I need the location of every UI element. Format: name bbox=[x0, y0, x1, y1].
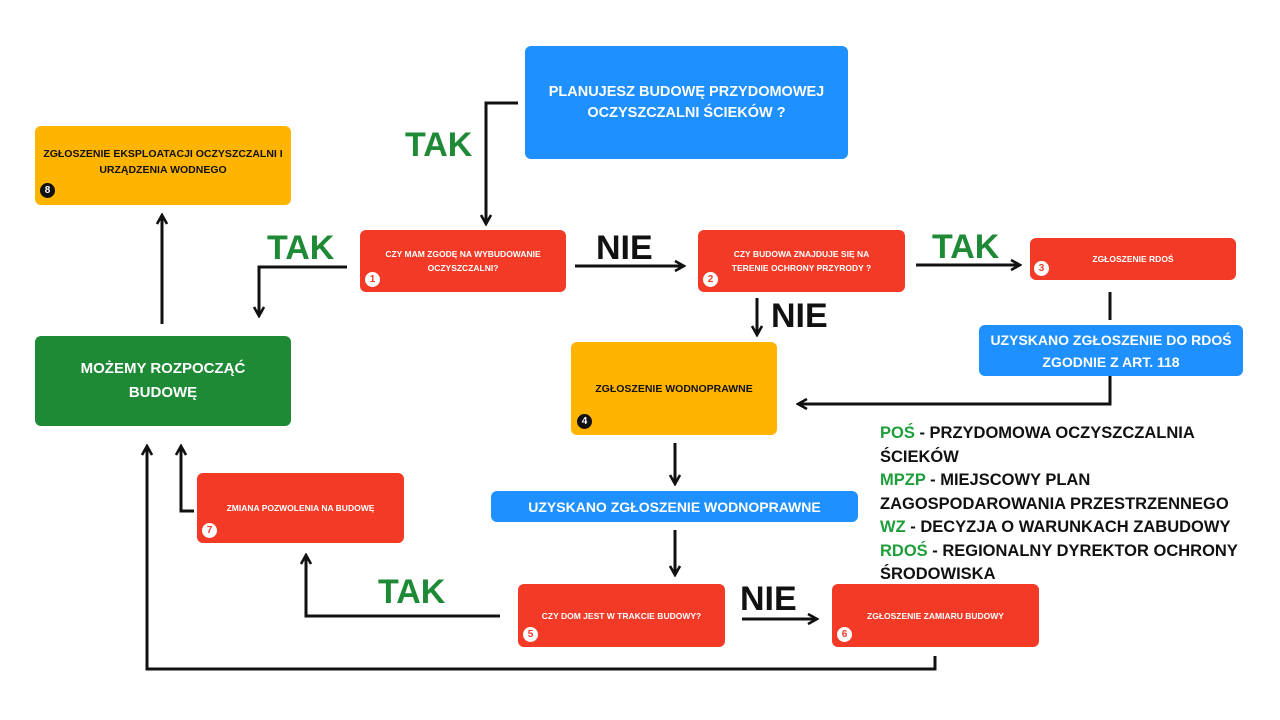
arrow-q5-to-n7 bbox=[306, 556, 500, 618]
legend-item: WZ - Decyzja o warunkach zabudowy bbox=[880, 516, 1260, 540]
arrow-rdos-to-n4 bbox=[799, 376, 1112, 404]
node-water-ok-text: Uzyskano zgłoszenie wodnoprawne bbox=[528, 498, 821, 515]
node-8-number: 8 bbox=[40, 183, 55, 198]
node-7: Zmiana pozwolenia na budowę 7 bbox=[197, 473, 404, 543]
node-rdos-ok: Uzyskano zgłoszenie do RDOŚ zgodnie z ar… bbox=[979, 325, 1243, 376]
label-tak-q1: TAK bbox=[267, 229, 335, 267]
node-3: Zgłoszenie RDOŚ 3 bbox=[1030, 238, 1236, 280]
legend-item: RDOŚ - Regionalny Dyrektor Ochrony Środo… bbox=[880, 540, 1260, 587]
legend-abbr: POŚ bbox=[880, 424, 915, 442]
node-8: Zgłoszenie eksploatacji oczyszczalni i u… bbox=[35, 126, 291, 205]
node-4-number: 4 bbox=[577, 414, 592, 429]
label-nie-q1: NIE bbox=[596, 229, 653, 267]
arrow-q1-to-start-build bbox=[259, 265, 347, 315]
node-start: Planujesz budowę przydomowej oczyszczaln… bbox=[525, 46, 848, 159]
node-7-text: Zmiana pozwolenia na budowę bbox=[226, 503, 375, 513]
node-5-text: Czy dom jest w trakcie budowy? bbox=[541, 610, 702, 621]
arrow-start-to-q1 bbox=[486, 101, 518, 223]
label-nie-q5: NIE bbox=[740, 580, 797, 618]
node-5: Czy dom jest w trakcie budowy? 5 bbox=[518, 584, 725, 647]
node-3-text: Zgłoszenie RDOŚ bbox=[1092, 254, 1174, 264]
legend-abbr: RDOŚ bbox=[880, 541, 928, 560]
legend-text: - Miejscowy plan zagospodarowania przest… bbox=[880, 471, 1229, 513]
legend-text: - Decyzja o warunkach zabudowy bbox=[905, 518, 1231, 536]
arrow-n7-to-start-build bbox=[181, 447, 194, 513]
legend-abbr: WZ bbox=[880, 518, 906, 536]
node-4: Zgłoszenie wodnoprawne 4 bbox=[571, 342, 777, 435]
node-6: Zgłoszenie zamiaru budowy 6 bbox=[832, 584, 1039, 647]
node-start-text: Planujesz budowę przydomowej oczyszczaln… bbox=[548, 83, 825, 121]
node-water-ok: Uzyskano zgłoszenie wodnoprawne bbox=[491, 491, 858, 522]
node-1: Czy mam zgodę na wybudowanie oczyszczaln… bbox=[360, 230, 566, 292]
node-rdos-ok-text: Uzyskano zgłoszenie do RDOŚ zgodnie z ar… bbox=[990, 331, 1232, 370]
legend-text: - Regionalny Dyrektor Ochrony Środowiska bbox=[880, 541, 1238, 584]
node-6-number: 6 bbox=[837, 627, 852, 642]
node-2-number: 2 bbox=[703, 272, 718, 287]
node-4-text: Zgłoszenie wodnoprawne bbox=[595, 382, 753, 395]
node-2: Czy budowa znajduje się na terenie ochro… bbox=[698, 230, 905, 292]
node-start-build: Możemy rozpocząć budowę bbox=[35, 336, 291, 426]
node-5-number: 5 bbox=[523, 627, 538, 642]
node-3-number: 3 bbox=[1034, 261, 1049, 276]
legend-abbr: MPZP bbox=[880, 471, 926, 489]
node-start-build-text: Możemy rozpocząć budowę bbox=[80, 360, 246, 401]
node-2-text: Czy budowa znajduje się na terenie ochro… bbox=[731, 249, 872, 273]
label-tak-q2: TAK bbox=[932, 228, 1000, 266]
node-7-number: 7 bbox=[202, 523, 217, 538]
node-8-text: Zgłoszenie eksploatacji oczyszczalni i u… bbox=[43, 147, 283, 176]
label-tak-q5: TAK bbox=[378, 573, 446, 611]
node-1-text: Czy mam zgodę na wybudowanie oczyszczaln… bbox=[385, 249, 541, 273]
arrow-n6-to-start-build bbox=[147, 447, 937, 671]
node-1-number: 1 bbox=[365, 272, 380, 287]
legend: POŚ - Przydomowa oczyszczalnia ścieków M… bbox=[880, 422, 1260, 587]
legend-item: MPZP - Miejscowy plan zagospodarowania p… bbox=[880, 469, 1260, 516]
label-nie-q2: NIE bbox=[771, 297, 828, 335]
label-tak-start: TAK bbox=[405, 126, 473, 164]
legend-text: - Przydomowa oczyszczalnia ścieków bbox=[880, 424, 1195, 466]
legend-item: POŚ - Przydomowa oczyszczalnia ścieków bbox=[880, 422, 1260, 469]
node-6-text: Zgłoszenie zamiaru budowy bbox=[867, 610, 1004, 621]
